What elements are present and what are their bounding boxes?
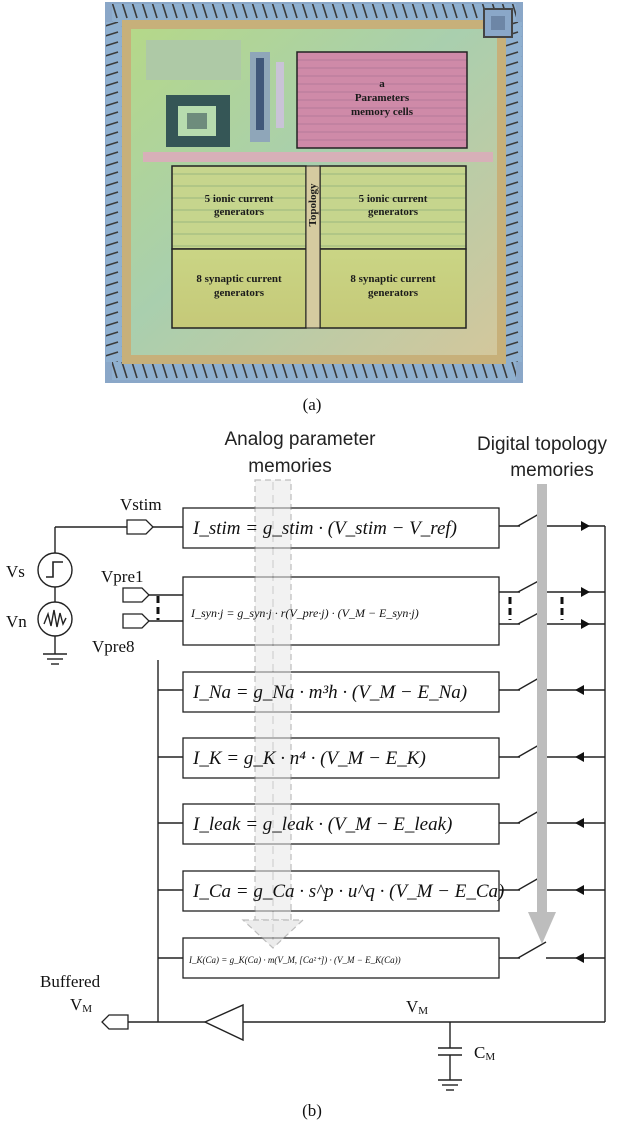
- membrane-capacitor: [438, 1022, 462, 1091]
- syn-generator: [182, 576, 605, 646]
- eq-syn: I_syn·j = g_syn·j · r(V_pre·j) · (V_M − …: [190, 606, 419, 620]
- ionic-right-label-2: generators: [368, 206, 419, 218]
- topology-label: Topology: [307, 183, 319, 227]
- leak-generator: [158, 803, 605, 845]
- eq-ca: I_Ca = g_Ca · s^p · u^q · (V_M − E_Ca): [192, 881, 504, 902]
- param-memory-label-1: Parameters: [355, 92, 410, 104]
- synaptic-right-label-2: generators: [368, 287, 419, 299]
- param-memory-label-2: memory cells: [351, 106, 414, 118]
- eq-leak: I_leak = g_leak · (V_M − E_leak): [192, 814, 452, 835]
- vpre8-port: [122, 613, 183, 629]
- caption-a: (a): [303, 395, 322, 414]
- vs-label: Vs: [6, 562, 25, 581]
- eq-stim: I_stim = g_stim · (V_stim − V_ref): [192, 518, 457, 539]
- ionic-left-label-2: generators: [214, 206, 265, 218]
- vstim-label: Vstim: [120, 495, 162, 514]
- analog-header-1: Analog parameter: [224, 429, 376, 450]
- output-buffer: [101, 993, 606, 1042]
- vpre1-port: [122, 587, 183, 603]
- eq-k: I_K = g_K · n⁴ · (V_M − E_K): [192, 748, 426, 769]
- eq-na: I_Na = g_Na · m³h · (V_M − E_Na): [192, 682, 467, 703]
- vs-source: [37, 552, 73, 602]
- stim-generator: [182, 507, 605, 549]
- caption-b: (b): [302, 1101, 322, 1120]
- synaptic-left-label-1: 8 synaptic current: [196, 273, 282, 285]
- param-memory-label-a: a: [379, 78, 385, 90]
- synaptic-right-label-1: 8 synaptic current: [350, 273, 436, 285]
- vm-label: VM: [406, 997, 428, 1017]
- cm-label: CM: [474, 1043, 495, 1063]
- k-generator: [158, 737, 605, 779]
- digital-header-2: memories: [510, 460, 593, 481]
- vpre8-label: Vpre8: [92, 637, 134, 656]
- vpre1-label: Vpre1: [101, 567, 143, 586]
- source-ground: [43, 653, 67, 665]
- chip-micrograph: a Parameters memory cells 5 ionic curren…: [105, 2, 523, 383]
- kca-generator: [158, 937, 605, 979]
- synaptic-left-label-2: generators: [214, 287, 265, 299]
- vstim-port: [54, 519, 183, 553]
- na-generator: [158, 671, 605, 713]
- buffered-vm-v: VM: [70, 995, 92, 1015]
- analog-header-2: memories: [248, 456, 331, 477]
- ionic-left-label-1: 5 ionic current: [205, 193, 274, 205]
- digital-memory-arrow: [528, 484, 556, 944]
- digital-header-1: Digital topology: [477, 434, 607, 455]
- eq-kca: I_K(Ca) = g_K(Ca) · m(V_M, [Ca²⁺]) · (V_…: [188, 955, 401, 965]
- ca-generator: [158, 870, 605, 912]
- schematic: Analog parameter memories Digital topolo…: [6, 429, 607, 1091]
- ionic-right-label-1: 5 ionic current: [359, 193, 428, 205]
- vn-label: Vn: [6, 612, 27, 631]
- vn-source: [37, 601, 73, 654]
- buffered-label: Buffered: [40, 972, 101, 991]
- analog-memory-arrow: [241, 479, 305, 949]
